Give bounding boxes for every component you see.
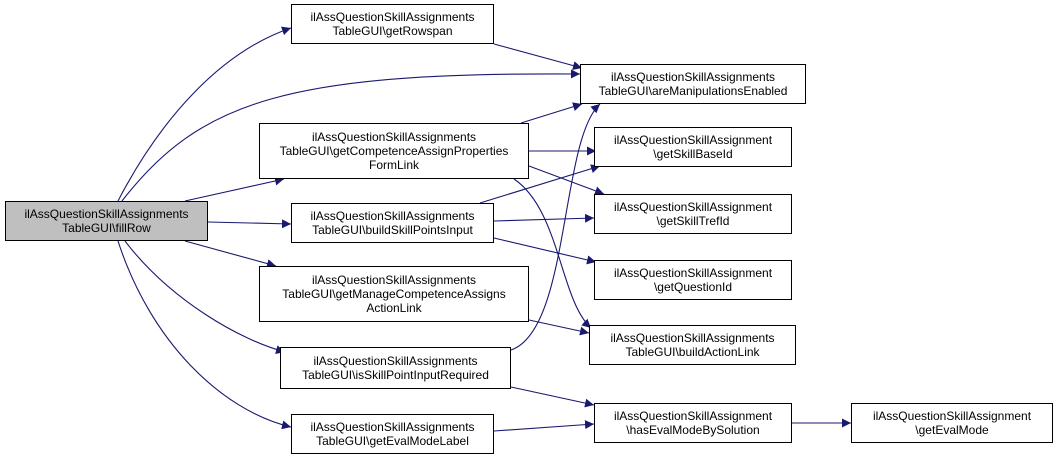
node-label-line: ilAssQuestionSkillAssignments	[310, 420, 475, 434]
edge-getRowspan-to-areManipulationsEnabled	[493, 43, 583, 70]
node-label-line: ilAssQuestionSkillAssignment	[613, 266, 773, 280]
node-label-line: \getEvalMode	[915, 423, 989, 437]
edge-isSkillPointInputRequired-to-areManipulationsEnabled	[510, 103, 601, 351]
node-label-line: TableGUI\getManageCompetenceAssigns	[282, 287, 506, 301]
node-label-line: ilAssQuestionSkillAssignments	[24, 207, 189, 221]
node-label-line: ilAssQuestionSkillAssignment	[613, 200, 773, 214]
node-label-line: TableGUI\getEvalModeLabel	[316, 434, 469, 448]
edge-fillRow-to-isSkillPointInputRequired	[124, 240, 286, 355]
node-label-line: ilAssQuestionSkillAssignments	[610, 70, 776, 84]
edge-fillRow-to-buildSkillPointsInput	[207, 219, 292, 229]
node-label-line: TableGUI\fillRow	[62, 221, 151, 235]
node-label-line: TableGUI\isSkillPointInputRequired	[302, 368, 489, 382]
edge-fillRow-to-getRowspan	[117, 26, 292, 202]
node-label-line: FormLink	[368, 158, 419, 172]
node-label-line: TableGUI\areManipulationsEnabled	[598, 84, 788, 98]
edge-getCompetenceAssignPropertiesFormLink-to-getSkillTrefId	[528, 165, 605, 196]
node-label-line: \getSkillTrefId	[656, 214, 730, 228]
node-label-line: ilAssQuestionSkillAssignment	[872, 409, 1032, 423]
edge-isSkillPointInputRequired-to-hasEvalModeBySolution	[510, 386, 595, 408]
edge-buildSkillPointsInput-to-getSkillBaseId	[479, 164, 601, 204]
node-label-line: ilAssQuestionSkillAssignments	[313, 354, 478, 368]
edge-fillRow-to-getCompetenceAssignPropertiesFormLink	[184, 176, 285, 202]
node-getSkillTrefId[interactable]: ilAssQuestionSkillAssignment\getSkillTre…	[594, 194, 792, 234]
node-label-line: \getQuestionId	[653, 280, 733, 294]
node-label-line: ActionLink	[366, 301, 422, 315]
edge-buildSkillPointsInput-to-getSkillTrefId	[493, 213, 595, 223]
edge-buildSkillPointsInput-to-getQuestionId	[493, 237, 597, 265]
node-getEvalMode[interactable]: ilAssQuestionSkillAssignment\getEvalMode	[851, 403, 1053, 443]
node-label-line: \hasEvalModeBySolution	[626, 423, 760, 437]
edge-fillRow-to-areManipulationsEnabled	[121, 69, 581, 202]
edge-fillRow-to-getManageCompetenceAssignsActionLink	[184, 240, 277, 268]
node-label-line: TableGUI\getRowspan	[332, 24, 453, 38]
edge-getCompetenceAssignPropertiesFormLink-to-areManipulationsEnabled	[520, 102, 583, 124]
node-label-line: ilAssQuestionSkillAssignments	[311, 130, 477, 144]
node-label-line: ilAssQuestionSkillAssignment	[613, 409, 773, 423]
node-label-line: TableGUI\buildActionLink	[625, 345, 760, 359]
edge-fillRow-to-getEvalModeLabel	[117, 240, 292, 430]
node-label-line: \getSkillBaseId	[653, 147, 733, 161]
node-getSkillBaseId[interactable]: ilAssQuestionSkillAssignment\getSkillBas…	[594, 127, 792, 167]
node-hasEvalModeBySolution[interactable]: ilAssQuestionSkillAssignment\hasEvalMode…	[594, 403, 792, 443]
node-label-line: TableGUI\getCompetenceAssignProperties	[279, 144, 509, 158]
node-label-line: ilAssQuestionSkillAssignments	[610, 331, 775, 345]
node-label-line: ilAssQuestionSkillAssignments	[310, 209, 475, 223]
edge-getEvalModeLabel-to-hasEvalModeBySolution	[493, 420, 595, 432]
node-label-line: ilAssQuestionSkillAssignment	[613, 133, 773, 147]
node-getQuestionId[interactable]: ilAssQuestionSkillAssignment\getQuestion…	[594, 260, 792, 300]
edge-getManageCompetenceAssignsActionLink-to-buildActionLink	[528, 319, 590, 336]
node-label-line: TableGUI\buildSkillPointsInput	[312, 223, 473, 237]
node-label-line: ilAssQuestionSkillAssignments	[311, 273, 477, 287]
node-label-line: ilAssQuestionSkillAssignments	[310, 10, 475, 24]
